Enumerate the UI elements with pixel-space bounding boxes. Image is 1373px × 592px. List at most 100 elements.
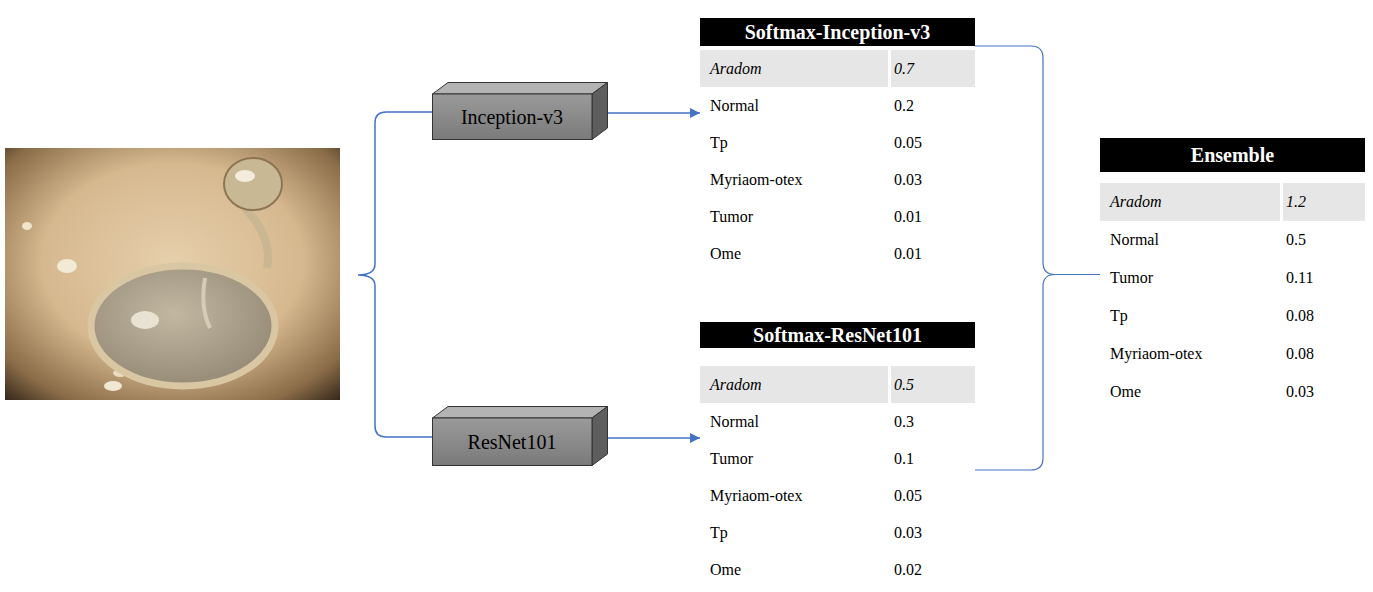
class-cell: Ome: [700, 551, 888, 588]
table-row: Tumor 0.11: [1100, 259, 1365, 297]
class-cell: Normal: [1100, 221, 1280, 259]
class-name: Ome: [710, 561, 741, 579]
table-row: Tp 0.05: [700, 124, 975, 161]
class-name: Myriaom-otex: [710, 171, 802, 189]
class-cell: Myriaom-otex: [700, 477, 888, 514]
score-value: 0.03: [1286, 383, 1314, 401]
class-name: Normal: [1110, 231, 1159, 249]
table-row: Myriaom-otex 0.05: [700, 477, 975, 514]
class-cell: Aradom: [1100, 183, 1280, 221]
debris-spot: [57, 259, 77, 273]
class-cell: Myriaom-otex: [1100, 335, 1280, 373]
class-name: Tp: [710, 134, 728, 152]
class-name: Ome: [710, 245, 741, 263]
class-name: Normal: [710, 413, 759, 431]
debris-spot: [104, 381, 122, 391]
class-name: Tumor: [1110, 269, 1153, 287]
score-value: 0.05: [894, 487, 922, 505]
class-name: Myriaom-otex: [1110, 345, 1202, 363]
model-name: ResNet101: [468, 431, 557, 454]
table-row: Ome 0.02: [700, 551, 975, 588]
box-side-face: [592, 83, 608, 140]
table-row: Ome 0.01: [700, 235, 975, 272]
score-cell: 0.01: [891, 235, 975, 272]
model-box: ResNet101: [432, 406, 608, 466]
membrane-reflex: [131, 311, 159, 329]
score-cell: 0.7: [891, 50, 975, 87]
bubble: [224, 158, 282, 210]
box-front-face: [433, 94, 593, 140]
score-cell: 0.05: [891, 124, 975, 161]
class-cell: Tumor: [1100, 259, 1280, 297]
ensemble-brace: [975, 275, 1100, 471]
class-cell: Tumor: [700, 440, 888, 477]
score-cell: 0.5: [1283, 221, 1365, 259]
score-cell: 0.2: [891, 87, 975, 124]
class-name: Tumor: [710, 208, 753, 226]
class-name: Tp: [1110, 307, 1128, 325]
score-cell: 0.02: [891, 551, 975, 588]
class-cell: Tp: [700, 514, 888, 551]
class-name: Aradom: [710, 60, 762, 78]
class-name: Aradom: [1110, 193, 1162, 211]
membrane-rim: [245, 208, 268, 268]
table-row: Aradom 0.5: [700, 366, 975, 403]
box-top-face: [433, 83, 608, 95]
debris-spot: [22, 222, 32, 230]
score-cell: 1.2: [1283, 183, 1365, 221]
score-cell: 0.11: [1283, 259, 1365, 297]
table-body: Aradom 0.5Normal0.3Tumor 0.1Myriaom-otex 0.…: [700, 366, 975, 588]
score-cell: 0.08: [1283, 335, 1365, 373]
class-cell: Ome: [700, 235, 888, 272]
malleus-shadow: [203, 278, 210, 328]
box-face: Inception-v3: [432, 94, 592, 140]
flow-arrow: [608, 112, 700, 114]
box-front-face: [433, 418, 593, 466]
flow-arrow: [608, 437, 700, 439]
score-value: 0.1: [894, 450, 914, 468]
table-title: Softmax-Inception-v3: [745, 21, 931, 44]
score-cell: 0.01: [891, 198, 975, 235]
score-value: 0.03: [894, 171, 922, 189]
table-row: Myriaom-otex 0.08: [1100, 335, 1365, 373]
score-value: 0.01: [894, 245, 922, 263]
table-title: Softmax-ResNet101: [753, 324, 922, 347]
table-row: Tp 0.08: [1100, 297, 1365, 335]
softmax-table: Softmax-ResNet101Aradom 0.5Normal0.3Tumor…: [700, 322, 975, 588]
table-row: Myriaom-otex 0.03: [700, 161, 975, 198]
softmax-table: Softmax-Inception-v3Aradom0.7Normal0.2Tp…: [700, 18, 975, 272]
table-header: Softmax-Inception-v3: [700, 18, 975, 46]
class-cell: Myriaom-otex: [700, 161, 888, 198]
table-row: Ome 0.03: [1100, 373, 1365, 411]
score-value: 0.03: [894, 524, 922, 542]
class-name: Myriaom-otex: [710, 487, 802, 505]
class-name: Aradom: [710, 376, 762, 394]
score-value: 0.2: [894, 97, 914, 115]
score-cell: 0.03: [891, 161, 975, 198]
table-row: Normal0.3: [700, 403, 975, 440]
class-cell: Normal: [700, 403, 888, 440]
bubble-highlight: [235, 170, 255, 182]
score-cell: 0.5: [891, 366, 975, 403]
table-title: Ensemble: [1191, 144, 1274, 167]
canal-wall: [5, 148, 340, 400]
class-name: Ome: [1110, 383, 1141, 401]
softmax-table: EnsembleAradom 1.2Normal 0.5Tumor 0.11Tp 0.0…: [1100, 138, 1365, 411]
input-brace: [358, 112, 432, 437]
class-cell: Ome: [1100, 373, 1280, 411]
score-cell: 0.08: [1283, 297, 1365, 335]
table-header: Softmax-ResNet101: [700, 322, 975, 348]
table-body: Aradom1.2Normal0.5Tumor0.11Tp0.08Myriaom…: [1100, 183, 1365, 411]
score-value: 0.5: [894, 376, 914, 394]
model-name: Inception-v3: [461, 106, 563, 129]
class-cell: Tp: [1100, 297, 1280, 335]
score-value: 1.2: [1286, 193, 1306, 211]
table-row: Normal0.2: [700, 87, 975, 124]
table-row: Normal 0.5: [1100, 221, 1365, 259]
class-cell: Tp: [700, 124, 888, 161]
table-row: Tp 0.03: [700, 514, 975, 551]
tympanic-membrane: [91, 266, 275, 386]
table-header: Ensemble: [1100, 138, 1365, 172]
score-value: 0.08: [1286, 345, 1314, 363]
